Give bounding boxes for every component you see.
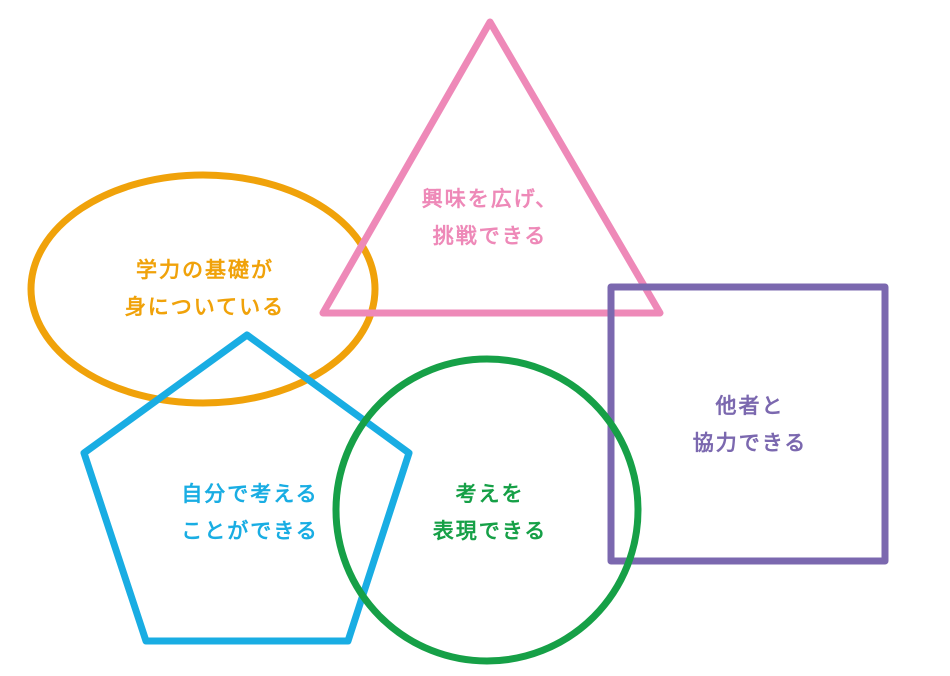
square-label-line-2: 協力できる — [692, 431, 808, 455]
ellipse-label: 学力の基礎が 身についている — [90, 252, 320, 326]
ellipse-label-line-2: 身についている — [124, 295, 286, 319]
ellipse-label-line-1: 学力の基礎が — [136, 258, 274, 282]
orange-ellipse — [27, 171, 379, 407]
triangle-label-line-2: 挑戦できる — [432, 224, 548, 248]
square-label-line-1: 他者と — [715, 394, 785, 418]
pentagon-label: 自分で考える ことができる — [135, 476, 365, 550]
blue-pentagon — [80, 331, 413, 645]
triangle-label: 興味を広げ、 挑戦できる — [380, 181, 600, 255]
green-circle — [332, 355, 642, 665]
square-label: 他者と 協力できる — [640, 388, 860, 462]
pink-triangle — [319, 18, 664, 317]
circle-label: 考えを 表現できる — [380, 476, 600, 550]
triangle-label-line-1: 興味を広げ、 — [421, 187, 559, 211]
pentagon-label-line-2: ことができる — [181, 519, 319, 543]
circle-label-line-2: 表現できる — [432, 519, 548, 543]
circle-label-line-1: 考えを — [455, 482, 525, 506]
pentagon-label-line-1: 自分で考える — [181, 482, 319, 506]
